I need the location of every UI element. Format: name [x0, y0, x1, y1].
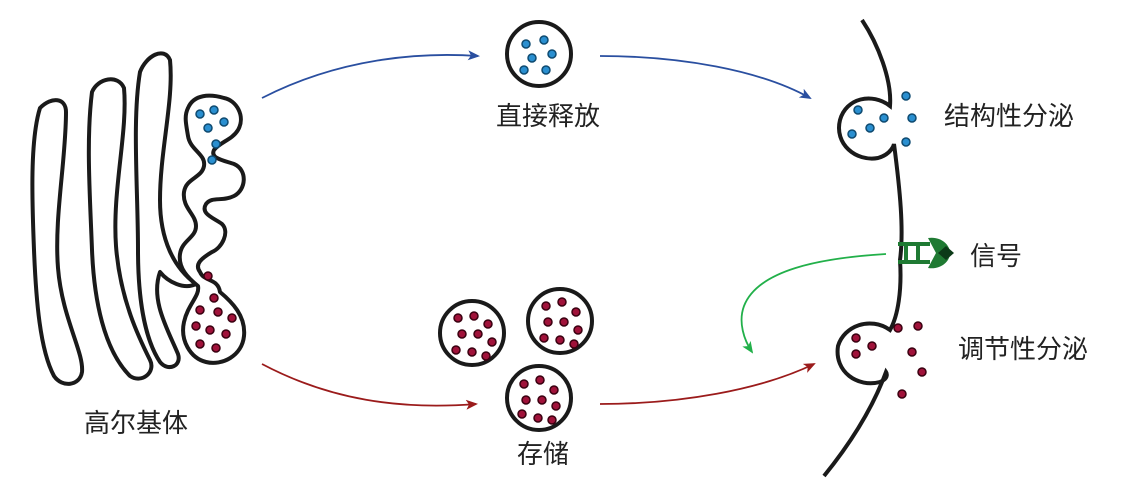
storage-vesicle-2: [526, 287, 594, 355]
golgi-cisterna-1: [30, 98, 85, 386]
signal-label: 信号: [970, 242, 1023, 272]
regulated-released-granules: [851, 321, 927, 399]
storage-vesicle-1: [438, 299, 506, 367]
golgi-apparatus: [30, 51, 247, 386]
direct-release-label: 直接释放: [496, 102, 601, 132]
golgi-cisterna-2: [86, 77, 154, 381]
golgi-red-granules: [191, 271, 237, 353]
golgi-blue-granules: [195, 105, 229, 165]
regulated-secretion-label: 调节性分泌: [958, 335, 1089, 365]
golgi-label: 高尔基体: [84, 409, 189, 439]
arrow-golgi-to-storage: [261, 363, 478, 410]
golgi-budding-cisterna: [177, 93, 247, 365]
storage-vesicle-3: [505, 364, 573, 432]
arrow-golgi-to-direct-release: [261, 50, 480, 99]
golgi-cisterna-3: [133, 51, 198, 370]
signal-receptor: [898, 237, 954, 269]
storage-label: 存储: [517, 440, 570, 470]
cell-membrane: [822, 18, 904, 478]
arrow-direct-release-to-membrane: [599, 55, 812, 99]
direct-release-vesicle: [505, 20, 573, 88]
constitutive-secretion-label: 结构性分泌: [944, 102, 1075, 132]
arrow-signal-trigger: [740, 253, 887, 354]
constitutive-released-granules: [847, 91, 917, 147]
arrow-storage-to-membrane: [599, 363, 816, 405]
